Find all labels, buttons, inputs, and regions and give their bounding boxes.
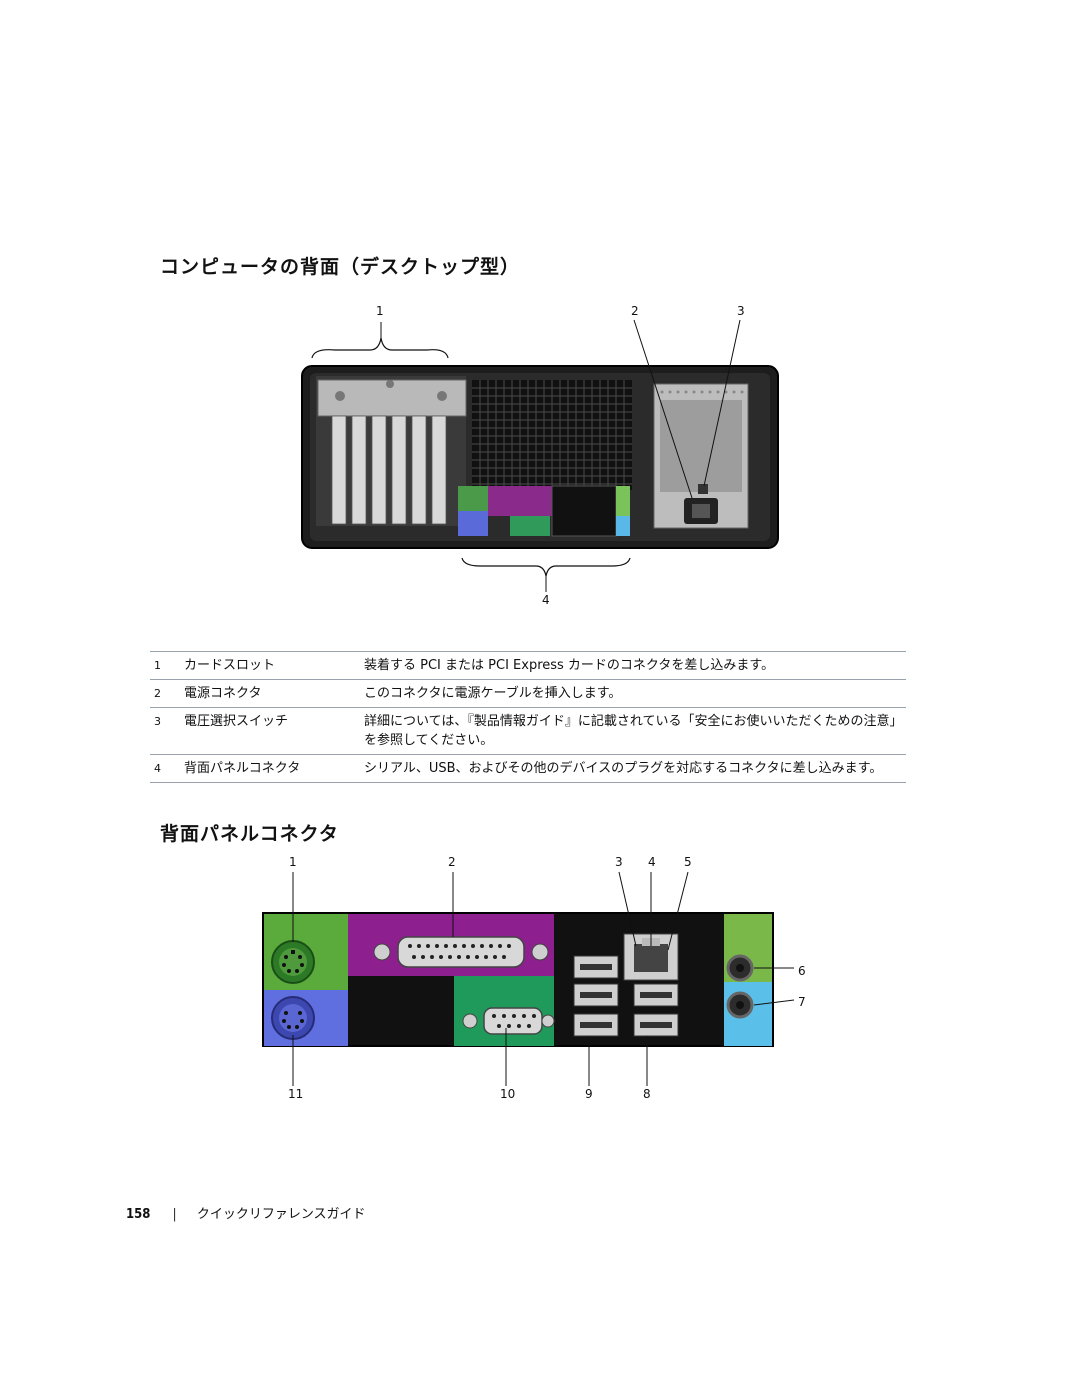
row-number: 4 xyxy=(154,762,161,775)
callout-5: 5 xyxy=(684,855,692,869)
row-number: 3 xyxy=(154,715,161,728)
row-description: 装着する PCI または PCI Express カードのコネクタを差し込みます… xyxy=(364,658,775,673)
row-number: 2 xyxy=(154,687,161,700)
callout-8: 8 xyxy=(643,1087,651,1101)
section-title-back-panel: 背面パネルコネクタ xyxy=(160,823,339,845)
callout-1: 1 xyxy=(289,855,297,869)
callout-2: 2 xyxy=(448,855,456,869)
row-description: このコネクタに電源ケーブルを挿入します。 xyxy=(364,686,622,701)
connector-description-table: 1 カードスロット 装着する PCI または PCI Express カードのコ… xyxy=(150,651,906,783)
callout-6: 6 xyxy=(798,964,806,978)
callout-3: 3 xyxy=(737,304,745,318)
callout-4: 4 xyxy=(542,593,550,607)
footer-separator: | xyxy=(172,1207,177,1222)
callout-7: 7 xyxy=(798,995,806,1009)
callout-9: 9 xyxy=(585,1087,593,1101)
callout-3: 3 xyxy=(615,855,623,869)
page-number: 158 xyxy=(126,1207,151,1222)
back-panel-connectors-illustration: 1 2 3 4 5 6 7 8 9 10 11 xyxy=(262,855,806,1101)
row-description: 詳細については、『製品情報ガイド』に記載されている「安全にお使いいただくための注… xyxy=(364,714,903,748)
row-number: 1 xyxy=(154,659,161,672)
row-description: シリアル、USB、およびその他のデバイスのプラグを対応するコネクタに差し込みます… xyxy=(364,761,883,776)
row-name: 背面パネルコネクタ xyxy=(184,761,301,776)
section-title-computer-back: コンピュータの背面（デスクトップ型） xyxy=(160,256,521,278)
row-name: カードスロット xyxy=(184,658,276,673)
computer-back-illustration: 1 2 3 4 xyxy=(301,304,779,607)
row-name: 電源コネクタ xyxy=(184,686,262,701)
table-row: 1 カードスロット 装着する PCI または PCI Express カードのコ… xyxy=(150,651,906,680)
page-footer: 158 | クイックリファレンスガイド xyxy=(126,1203,366,1222)
callout-4: 4 xyxy=(648,855,656,869)
table-row: 4 背面パネルコネクタ シリアル、USB、およびその他のデバイスのプラグを対応す… xyxy=(150,754,906,783)
table-row: 3 電圧選択スイッチ 詳細については、『製品情報ガイド』に記載されている「安全に… xyxy=(150,707,906,755)
callout-11: 11 xyxy=(288,1087,303,1101)
guide-title: クイックリファレンスガイド xyxy=(196,1207,366,1222)
callout-10: 10 xyxy=(500,1087,515,1101)
row-name: 電圧選択スイッチ xyxy=(184,714,289,729)
table-row: 2 電源コネクタ このコネクタに電源ケーブルを挿入します。 xyxy=(150,679,906,708)
callout-2: 2 xyxy=(631,304,639,318)
callout-1: 1 xyxy=(376,304,384,318)
